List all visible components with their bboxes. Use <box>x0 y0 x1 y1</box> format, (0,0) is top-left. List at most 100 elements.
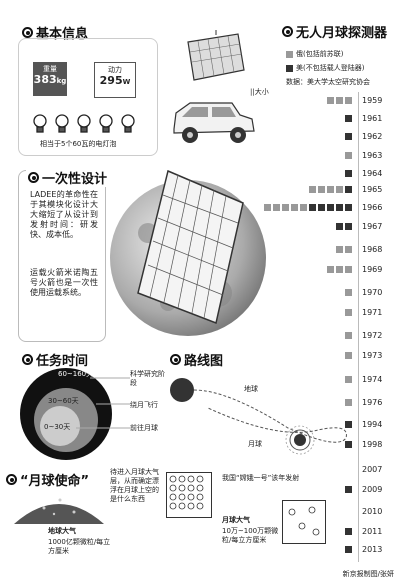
one-time-title: 一次性设计 <box>26 168 110 187</box>
us-probe-mark <box>336 223 343 230</box>
probes-title: 无人月球探测器 <box>282 22 387 41</box>
year-probe-row <box>345 528 352 536</box>
us-probe-mark <box>345 115 352 122</box>
year-probe-row <box>345 152 352 160</box>
year-label: 1976 <box>362 398 383 407</box>
year-probe-row <box>345 309 352 317</box>
russia-probe-mark <box>336 186 343 193</box>
year-label: 2007 <box>362 465 383 474</box>
russia-probe-mark <box>336 97 343 104</box>
year-probe-row <box>345 399 352 407</box>
russia-probe-mark <box>336 266 343 273</box>
us-probe-mark <box>345 421 352 428</box>
us-probe-mark <box>345 441 352 448</box>
one-time-para2: 运载火箭米诺陶五号火箭也是一次性使用运载系统。 <box>30 268 98 297</box>
change1-note: 我国“嫦娥一号”该年发射 <box>222 474 300 482</box>
earth-particles-box <box>166 472 212 518</box>
year-probe-row <box>336 246 352 254</box>
timeline-axis <box>358 92 359 562</box>
year-probe-row <box>345 352 352 360</box>
route-moon-label: 月球 <box>248 440 262 448</box>
moon-atm-title: 月球大气 <box>222 516 250 524</box>
us-probe-mark <box>318 204 325 211</box>
russia-probe-mark <box>336 246 343 253</box>
legend-us-swatch <box>286 65 293 72</box>
bullet-icon <box>170 354 181 365</box>
year-label: 1972 <box>362 331 383 340</box>
moon-particles-box <box>282 500 326 544</box>
russia-probe-mark <box>327 266 334 273</box>
basic-info-box <box>18 38 158 156</box>
mission-rings <box>20 368 130 460</box>
year-probe-row <box>345 376 352 384</box>
weight-value: 383 <box>33 73 57 86</box>
earth-atmosphere-icon <box>14 498 104 524</box>
legend-russia: 俄(包括前苏联) <box>286 50 343 59</box>
earth-atm-title: 地球大气 <box>48 527 76 535</box>
year-label: 1971 <box>362 308 383 317</box>
russia-probe-mark <box>345 289 352 296</box>
russia-probe-mark <box>345 97 352 104</box>
year-probe-row <box>345 289 352 297</box>
weight-box: 重量 383kg <box>33 62 67 96</box>
year-label: 1967 <box>362 222 383 231</box>
russia-probe-mark <box>345 246 352 253</box>
year-probe-row <box>327 97 352 105</box>
credit: 新京报制图/张妍 <box>342 570 394 578</box>
year-probe-row <box>345 115 352 123</box>
russia-probe-mark <box>273 204 280 211</box>
bullet-icon <box>28 172 39 183</box>
russia-probe-mark <box>264 204 271 211</box>
russia-probe-mark <box>345 332 352 339</box>
ring-label-2: 30~60天 <box>48 397 79 405</box>
year-label: 1959 <box>362 96 383 105</box>
bulbs-caption: 相当于5个60瓦的电灯泡 <box>40 140 117 148</box>
year-label: 1964 <box>362 169 383 178</box>
us-probe-mark <box>327 204 334 211</box>
us-probe-mark <box>309 204 316 211</box>
car-icon <box>173 102 255 143</box>
us-probe-mark <box>345 133 352 140</box>
year-label: 1962 <box>362 132 383 141</box>
year-label: 1994 <box>362 420 383 429</box>
us-probe-mark <box>345 186 352 193</box>
year-probe-row <box>345 133 352 141</box>
russia-probe-mark <box>345 399 352 406</box>
us-probe-mark <box>336 204 343 211</box>
size-caption: ||大小 <box>250 88 269 96</box>
year-probe-row <box>345 441 352 449</box>
legend-russia-swatch <box>286 51 293 58</box>
moon-mission-intro: 待进入月球大气层，从而确定漂浮在月球上空的是什么东西 <box>110 468 159 503</box>
phase-label-2: 绕月飞行 <box>130 401 158 409</box>
bullet-icon <box>6 474 17 485</box>
russia-probe-mark <box>300 204 307 211</box>
us-probe-mark <box>345 528 352 535</box>
year-probe-row <box>345 421 352 429</box>
russia-probe-mark <box>291 204 298 211</box>
year-label: 1974 <box>362 375 383 384</box>
route-earth-label: 地球 <box>244 385 258 393</box>
power-box: 动力 295W <box>94 62 136 98</box>
ring-label-1: 60~160天 <box>58 370 94 378</box>
year-probe-row <box>264 204 352 212</box>
russia-probe-mark <box>345 352 352 359</box>
phase-label-1: 科学研究阶段 <box>130 370 165 387</box>
us-probe-mark <box>345 486 352 493</box>
earth-atm-desc: 1000亿颗微粒/每立方厘米 <box>48 538 111 555</box>
power-value: 295 <box>99 74 123 87</box>
route-diagram <box>170 378 347 455</box>
year-label: 1965 <box>362 185 383 194</box>
year-label: 1969 <box>362 265 383 274</box>
year-probe-row <box>309 186 352 194</box>
year-probe-row <box>345 332 352 340</box>
year-probe-row <box>345 546 352 554</box>
russia-probe-mark <box>345 376 352 383</box>
russia-probe-mark <box>345 266 352 273</box>
us-probe-mark <box>345 223 352 230</box>
year-label: 1973 <box>362 351 383 360</box>
year-label: 1963 <box>362 151 383 160</box>
year-probe-row <box>327 266 352 274</box>
bullet-icon <box>282 26 293 37</box>
russia-probe-mark <box>327 97 334 104</box>
probe-small-icon <box>187 30 245 81</box>
